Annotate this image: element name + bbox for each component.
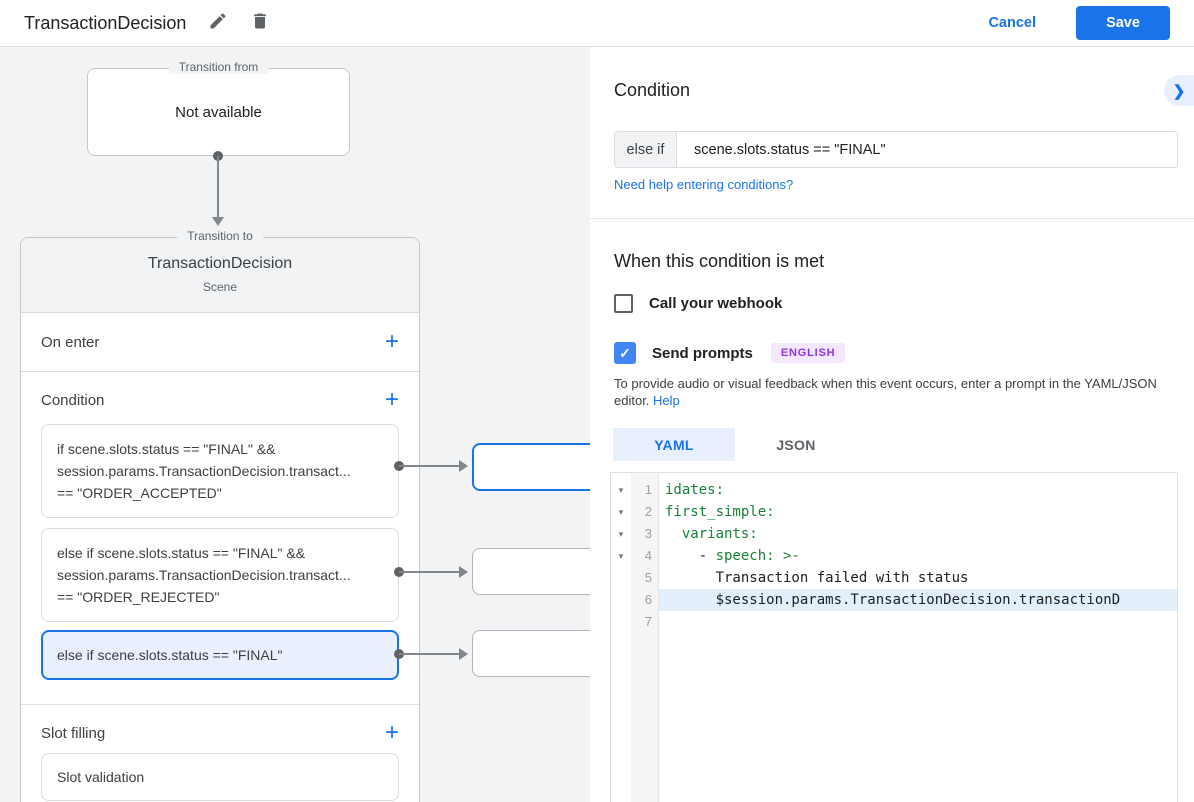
tab-json[interactable]: JSON	[776, 436, 816, 453]
condition-card-2[interactable]: else if scene.slots.status == "FINAL" &&…	[41, 528, 399, 622]
delete-scene-button[interactable]	[250, 11, 270, 36]
webhook-label: Call your webhook	[649, 295, 783, 312]
fold-arrow-icon[interactable]: ▾	[618, 529, 624, 539]
conditions-help-link[interactable]: Need help entering conditions?	[614, 177, 794, 192]
page-title: TransactionDecision	[24, 12, 187, 33]
code-line: 5 Transaction failed with status	[611, 567, 1177, 589]
condition-card-1[interactable]: if scene.slots.status == "FINAL" && sess…	[41, 424, 399, 518]
condition-label-row: Condition +	[21, 372, 419, 413]
arrow-right-icon	[459, 460, 468, 472]
condition-detail-panel: Condition ❯ else if scene.slots.status =…	[590, 47, 1194, 802]
fold-arrow-icon[interactable]: ▾	[618, 507, 624, 517]
panel-title: Condition	[614, 80, 691, 100]
slot-validation-card[interactable]: Slot validation	[41, 753, 399, 801]
prompts-description: To provide audio or visual feedback when…	[614, 375, 1180, 409]
line-number: 2	[644, 504, 652, 519]
line-number: 4	[644, 548, 652, 563]
code-text: $session.params.TransactionDecision.tran…	[665, 592, 1121, 608]
condition-card-3-selected[interactable]: else if scene.slots.status == "FINAL"	[41, 630, 399, 680]
chevron-right-icon: ❯	[1172, 82, 1186, 100]
line-number: 3	[644, 526, 652, 541]
transition-from-value: Not available	[175, 103, 262, 121]
prompts-check-row: ✓ Send prompts ENGLISH	[614, 342, 846, 364]
code-text: idates:	[665, 482, 725, 498]
transition-to-card: Transition to TransactionDecision Scene …	[20, 229, 420, 802]
connector-line	[399, 571, 459, 573]
scene-name: TransactionDecision	[147, 255, 293, 272]
on-enter-label: On enter	[41, 333, 100, 351]
prompts-description-text: To provide audio or visual feedback when…	[614, 376, 1157, 408]
transition-target-box-3[interactable]	[472, 630, 590, 677]
slot-filling-label: Slot filling	[41, 724, 106, 742]
pencil-icon	[208, 11, 228, 36]
tab-yaml[interactable]: YAML	[613, 428, 735, 461]
connector-line	[399, 465, 459, 467]
webhook-checkbox[interactable]	[614, 294, 633, 313]
fold-arrow-icon[interactable]: ▾	[618, 485, 624, 495]
transition-from-legend: Transition from	[168, 60, 269, 74]
editor-format-tabs: YAML JSON	[613, 428, 857, 461]
edit-scene-button[interactable]	[208, 11, 228, 36]
add-condition-button[interactable]: +	[384, 386, 399, 413]
line-number: 5	[644, 570, 652, 585]
code-line: ▾ 3 variants:	[611, 523, 1177, 545]
connector-line	[399, 653, 459, 655]
line-number: 1	[644, 482, 652, 497]
code-line-selected: 6 $session.params.TransactionDecision.tr…	[611, 589, 1177, 611]
scene-card-header: TransactionDecision Scene	[21, 238, 419, 313]
fold-spacer	[611, 611, 631, 633]
language-badge: ENGLISH	[770, 343, 846, 363]
trash-icon	[250, 11, 270, 36]
condition-expression-input[interactable]: scene.slots.status == "FINAL"	[694, 141, 886, 158]
fold-spacer	[611, 567, 631, 589]
header-bar: TransactionDecision Cancel Save	[0, 0, 1194, 47]
condition-input-row: else if scene.slots.status == "FINAL"	[614, 131, 1178, 168]
condition-section: Condition + if scene.slots.status == "FI…	[21, 372, 419, 705]
send-prompts-checkbox[interactable]: ✓	[614, 342, 636, 364]
code-text: -	[665, 548, 716, 564]
code-text: speech: >-	[715, 548, 800, 564]
code-line: ▾ 4 - speech: >-	[611, 545, 1177, 567]
code-line: ▾ 2 first_simple:	[611, 501, 1177, 523]
flow-canvas: Transition from Not available Transition…	[0, 47, 590, 802]
panel-divider	[590, 218, 1194, 219]
code-text: Transaction failed with status	[665, 570, 969, 586]
yaml-code-editor[interactable]: ▾ 1 idates: ▾ 2 first_simple: ▾ 3 varian…	[610, 472, 1178, 802]
line-number: 7	[644, 614, 652, 629]
code-text: variants:	[665, 526, 758, 542]
line-number-gutter	[631, 473, 659, 802]
transition-from-box: Transition from Not available	[87, 60, 350, 156]
transition-target-box-2[interactable]	[472, 548, 590, 595]
prompts-help-link[interactable]: Help	[653, 393, 680, 408]
transition-target-box-1[interactable]	[472, 443, 590, 491]
condition-prefix-label: else if	[615, 132, 677, 167]
condition-section-label: Condition	[41, 391, 105, 409]
transition-to-legend: Transition to	[177, 229, 263, 243]
connector-line	[217, 156, 219, 217]
webhook-check-row: Call your webhook	[614, 294, 782, 313]
save-button[interactable]: Save	[1076, 6, 1170, 40]
line-number: 6	[644, 592, 652, 607]
arrow-down-icon	[212, 217, 224, 226]
fold-spacer	[611, 589, 631, 611]
code-line: 7	[611, 611, 1177, 633]
slot-filling-label-row: Slot filling +	[21, 705, 419, 746]
cancel-button[interactable]: Cancel	[988, 15, 1036, 31]
check-icon: ✓	[619, 344, 631, 361]
on-enter-row: On enter +	[21, 313, 419, 372]
add-on-enter-button[interactable]: +	[384, 328, 399, 355]
arrow-right-icon	[459, 648, 468, 660]
fold-arrow-icon[interactable]: ▾	[618, 551, 624, 561]
code-line: ▾ 1 idates:	[611, 479, 1177, 501]
code-lines: ▾ 1 idates: ▾ 2 first_simple: ▾ 3 varian…	[611, 473, 1177, 633]
scene-type-label: Scene	[202, 280, 238, 294]
when-condition-title: When this condition is met	[614, 251, 825, 271]
add-slot-button[interactable]: +	[384, 719, 399, 746]
arrow-right-icon	[459, 566, 468, 578]
slot-filling-section: Slot filling + Slot validation	[21, 705, 419, 802]
send-prompts-label: Send prompts	[652, 344, 753, 362]
code-text: first_simple:	[665, 504, 775, 520]
collapse-panel-button[interactable]: ❯	[1164, 75, 1194, 106]
